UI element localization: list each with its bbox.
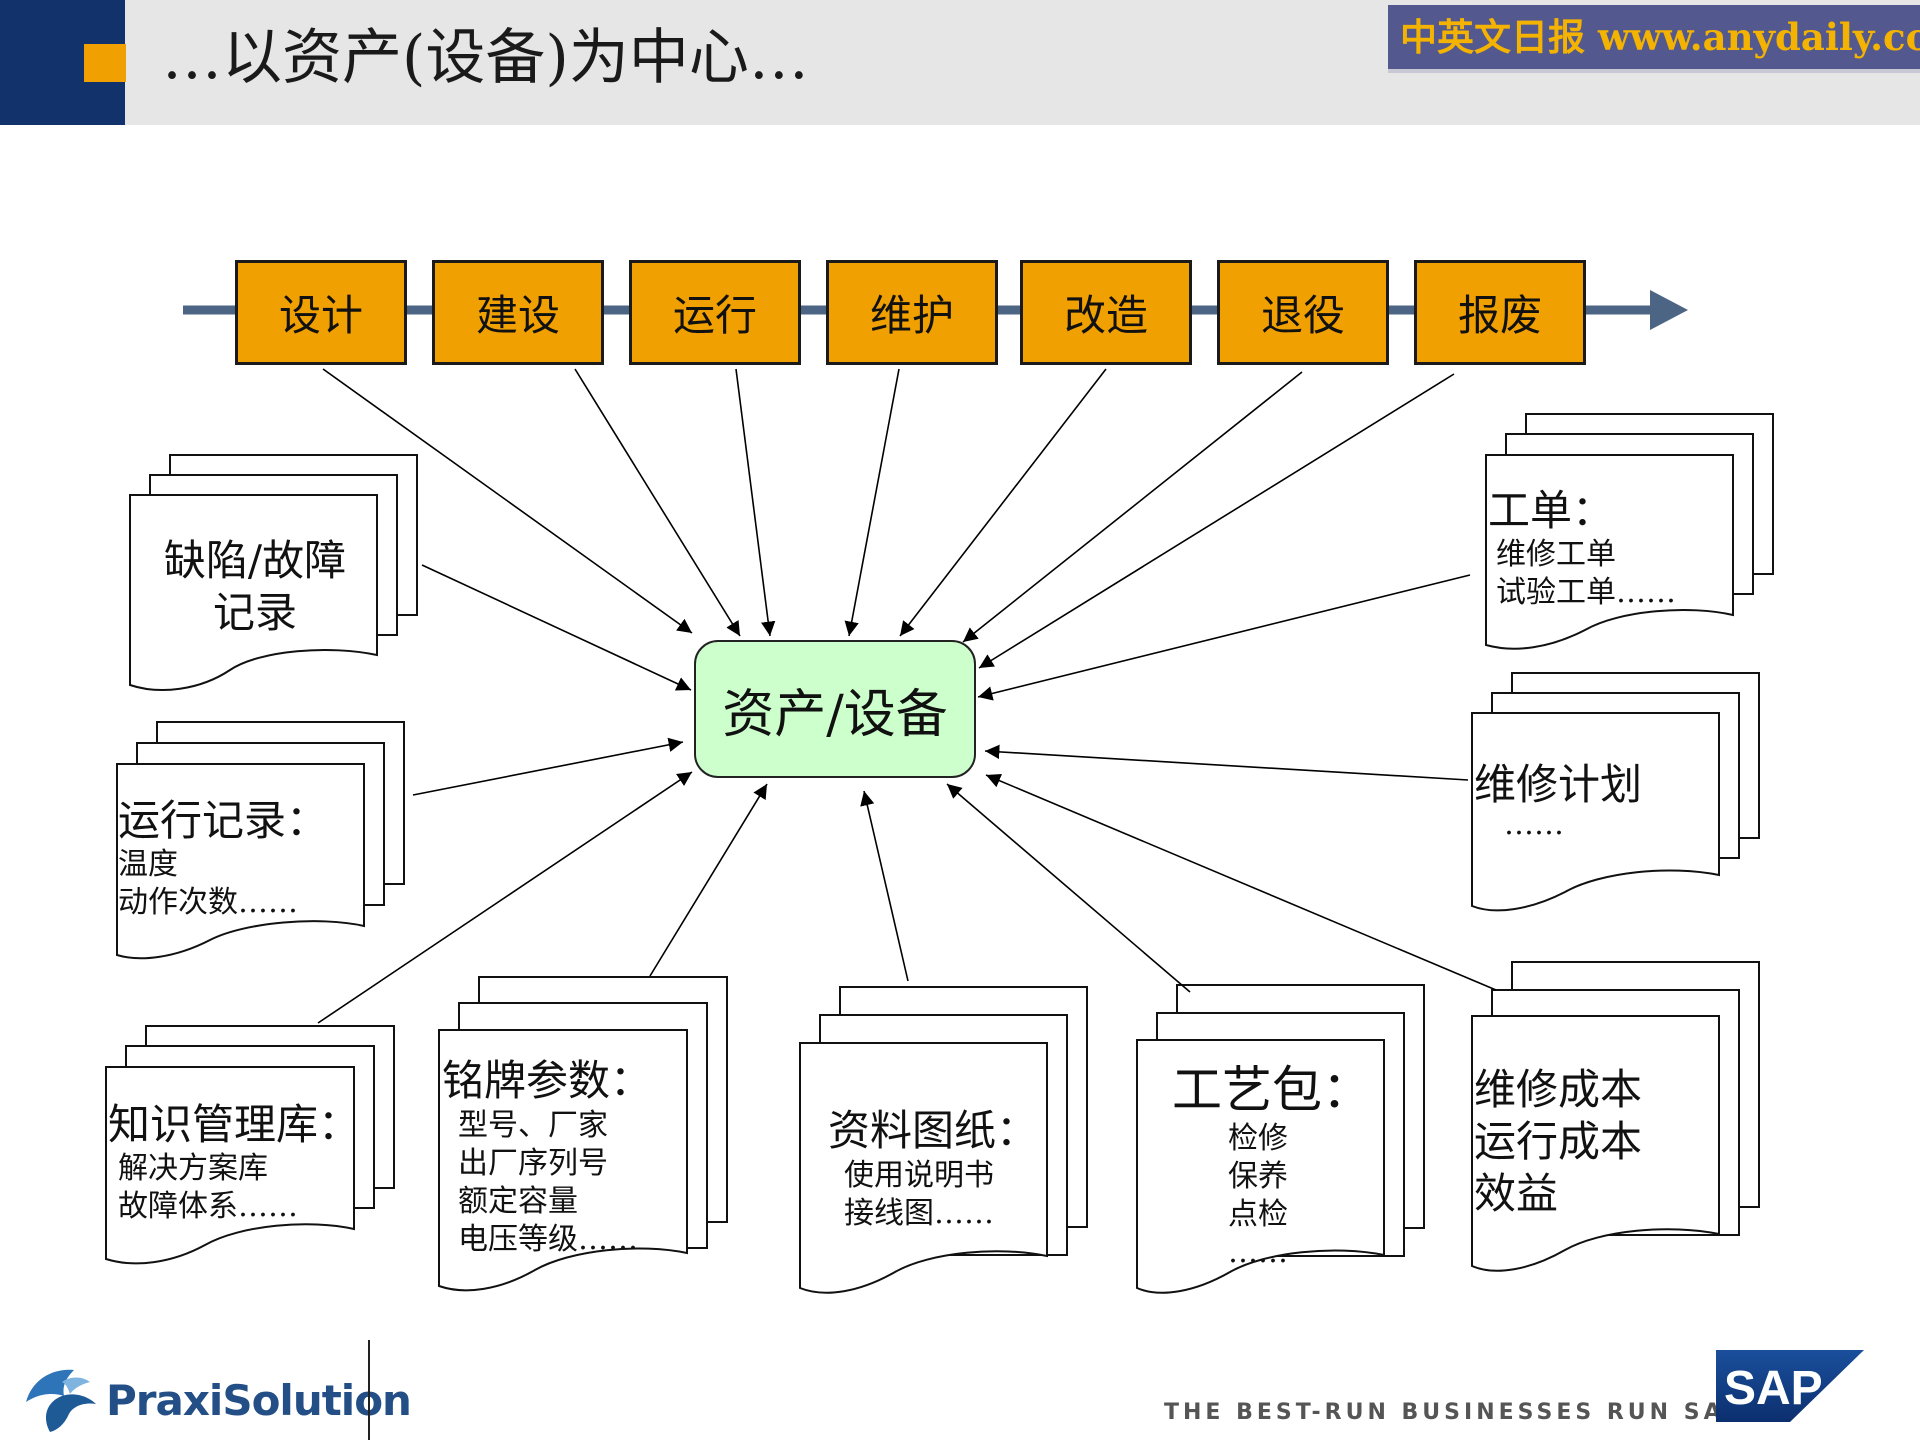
doc-stack-knowledge-base xyxy=(105,1025,395,1265)
doc-nameplate-line: 型号、厂家 xyxy=(458,1108,608,1143)
arrow-from-process-pack xyxy=(946,783,1191,993)
doc-work-order-title: 工单： xyxy=(1488,486,1615,535)
doc-knowledge-base-line: 解决方案库 xyxy=(118,1151,268,1186)
stage-scrap: 报废 xyxy=(1414,260,1586,365)
doc-stack-nameplate xyxy=(438,976,728,1292)
doc-cost-text: 维修成本 运行成本 效益 xyxy=(1474,1064,1642,1220)
doc-nameplate-text: 铭牌参数： 型号、厂家 出厂序列号 额定容量 电压等级…… xyxy=(442,1055,652,1259)
doc-cost-line: 运行成本 xyxy=(1474,1117,1643,1166)
sap-tagline: THE BEST-RUN BUSINESSES RUN SAP xyxy=(1164,1400,1745,1425)
arrow-from-maintenance xyxy=(844,368,900,637)
doc-cost-line: 效益 xyxy=(1474,1169,1559,1218)
doc-operation-record-title: 运行记录： xyxy=(118,796,329,845)
arrow-from-maintenance-plan xyxy=(984,744,1469,781)
doc-nameplate-title: 铭牌参数： xyxy=(442,1056,653,1105)
doc-defect-record-text: 缺陷/故障 记录 xyxy=(135,535,375,639)
doc-work-order-text: 工单： 维修工单 试验工单…… xyxy=(1488,486,1676,612)
arrow-from-nameplate xyxy=(649,783,768,977)
doc-process-pack-title: 工艺包： xyxy=(1172,1061,1372,1119)
arrow-from-work-order xyxy=(977,574,1471,701)
doc-nameplate-line: 电压等级…… xyxy=(458,1222,638,1257)
sap-logo-text: SAP xyxy=(1724,1362,1823,1415)
doc-stack-drawings xyxy=(799,986,1088,1294)
doc-stack-work-order xyxy=(1485,413,1774,650)
stage-construction: 建设 xyxy=(432,260,604,365)
stage-operation: 运行 xyxy=(629,260,801,365)
arrow-from-knowledge-base xyxy=(317,771,693,1024)
arrow-from-decommission xyxy=(962,371,1303,643)
doc-cost-line: 维修成本 xyxy=(1474,1065,1643,1114)
arrow-from-cost xyxy=(985,773,1497,991)
doc-maintenance-plan-line: …… xyxy=(1504,807,1564,842)
doc-defect-record-title-1: 缺陷/故障 xyxy=(163,536,347,585)
arrow-from-construction xyxy=(574,368,741,637)
praxisolution-name: PraxiSolution xyxy=(106,1376,412,1425)
doc-work-order-line: 试验工单…… xyxy=(1496,575,1676,610)
stage-decommission: 退役 xyxy=(1217,260,1389,365)
doc-process-pack-text: 工艺包： 检修 保养 点检 …… xyxy=(1172,1060,1372,1272)
doc-process-pack-line: 点检 xyxy=(1228,1197,1288,1232)
arrow-from-scrap xyxy=(978,373,1455,669)
stage-retrofit: 改造 xyxy=(1020,260,1192,365)
doc-process-pack-line: 检修 xyxy=(1228,1121,1288,1156)
doc-knowledge-base-title: 知识管理库： xyxy=(108,1100,361,1149)
stage-maintenance: 维护 xyxy=(826,260,998,365)
doc-maintenance-plan-text: 维修计划 …… xyxy=(1474,760,1642,840)
doc-stack-operation-record xyxy=(116,721,405,960)
arrow-from-design xyxy=(322,368,693,634)
arrow-from-operation-record xyxy=(412,737,684,796)
doc-operation-record-text: 运行记录： 温度 动作次数…… xyxy=(118,796,328,922)
header-orange-square xyxy=(84,44,126,82)
page-title: …以资产(设备)为中心… xyxy=(162,23,809,93)
doc-stack-defect-record xyxy=(129,454,418,691)
center-asset-node: 资产/设备 xyxy=(694,640,976,778)
brand-text: 中英文日报 www.anydaily.com xyxy=(1400,15,1920,59)
doc-stack-cost xyxy=(1471,961,1760,1272)
praxisolution-logo-icon xyxy=(22,1362,102,1438)
doc-drawings-title: 资料图纸： xyxy=(828,1106,1039,1155)
doc-maintenance-plan-title: 维修计划 xyxy=(1474,760,1643,809)
doc-operation-record-line: 温度 xyxy=(118,847,178,882)
doc-process-pack-line: …… xyxy=(1228,1235,1288,1270)
doc-operation-record-line: 动作次数…… xyxy=(118,885,298,920)
footer-divider xyxy=(368,1340,370,1440)
doc-drawings-text: 资料图纸： 使用说明书 接线图…… xyxy=(828,1105,1038,1233)
doc-stack-maintenance-plan xyxy=(1471,672,1760,912)
doc-knowledge-base-line: 故障体系…… xyxy=(118,1189,298,1224)
arrow-from-drawings xyxy=(860,790,909,982)
doc-nameplate-line: 额定容量 xyxy=(458,1184,578,1219)
arrow-from-retrofit xyxy=(899,368,1107,637)
sap-logo-icon: SAP xyxy=(1716,1350,1866,1430)
doc-stack-process-pack xyxy=(1136,984,1425,1294)
doc-process-pack-line: 保养 xyxy=(1228,1159,1288,1194)
doc-work-order-line: 维修工单 xyxy=(1496,537,1616,572)
brand-banner xyxy=(1388,5,1920,73)
stage-design: 设计 xyxy=(235,260,407,365)
doc-drawings-line: 接线图…… xyxy=(844,1196,994,1231)
doc-knowledge-base-text: 知识管理库： 解决方案库 故障体系…… xyxy=(108,1100,360,1226)
doc-defect-record-title-2: 记录 xyxy=(212,588,297,637)
doc-nameplate-line: 出厂序列号 xyxy=(458,1146,608,1181)
arrow-from-operation xyxy=(735,368,776,637)
doc-drawings-line: 使用说明书 xyxy=(844,1158,994,1193)
arrow-from-defect-record xyxy=(421,564,692,691)
